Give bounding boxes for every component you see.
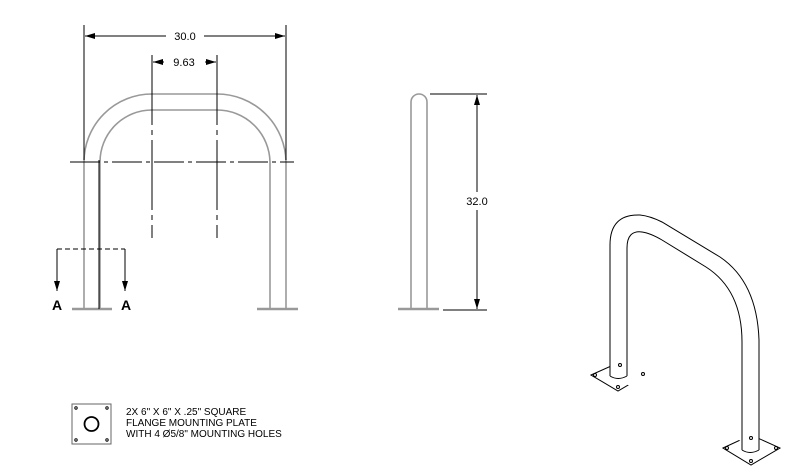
tube-inner [99, 109, 271, 308]
note-line: WITH 4 Ø5/8" MOUNTING HOLES [126, 429, 282, 440]
iso-tube-bottom-left [609, 375, 628, 379]
mounting-plate-detail [71, 403, 112, 445]
dimension-height-label: 32.0 [466, 196, 487, 208]
tube-outer [83, 93, 287, 308]
iso-tube-outer [609, 214, 760, 450]
note-line: 2X 6" X 6" X .25" SQUARE [126, 407, 247, 418]
note-line: FLANGE MOUNTING PLATE [126, 418, 257, 429]
front-view: 30.0 9.63 A A [52, 25, 298, 313]
plate-outline [71, 403, 112, 445]
isometric-view [589, 214, 782, 466]
section-label-right: A [121, 297, 131, 313]
bolt-hole [105, 406, 109, 410]
section-label-left: A [52, 297, 62, 313]
side-tube [410, 93, 428, 308]
dimension-spacing-label: 9.63 [173, 57, 194, 69]
center-hole [83, 416, 100, 432]
bolt-hole [105, 438, 109, 442]
plate-note: 2X 6" X 6" X .25" SQUARE FLANGE MOUNTING… [126, 407, 282, 440]
bolt-hole [74, 406, 78, 410]
iso-bolt-holes [593, 363, 778, 463]
side-view: 32.0 [398, 93, 488, 311]
bolt-hole [74, 438, 78, 442]
iso-tube-bottom-right [741, 449, 760, 453]
iso-tube-inner [626, 231, 743, 450]
dimension-width-label: 30.0 [174, 31, 195, 43]
